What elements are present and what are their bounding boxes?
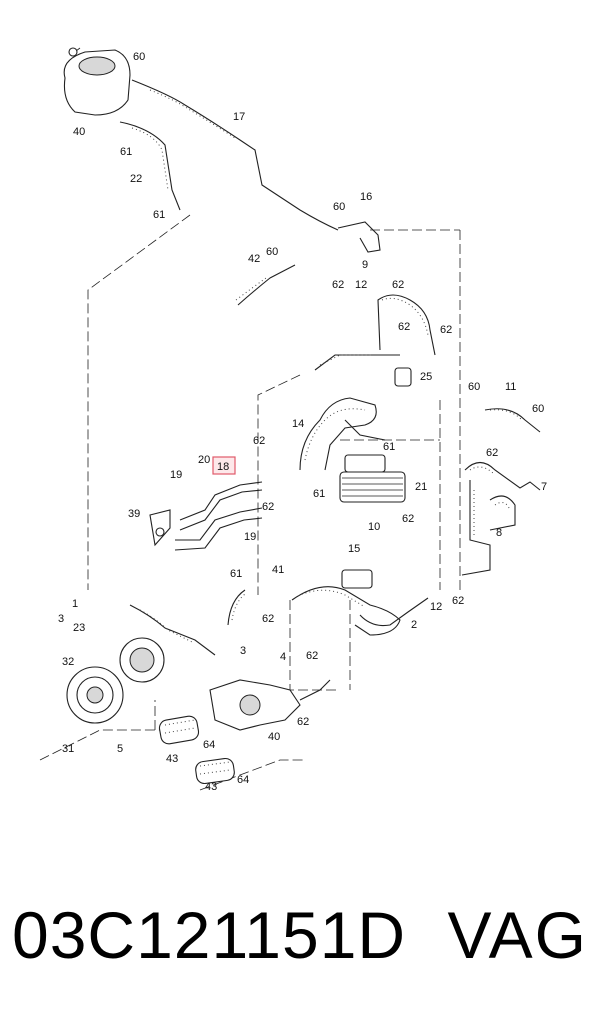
label: 8 xyxy=(496,527,502,539)
brand-label: VAG xyxy=(447,898,588,972)
label: 62 xyxy=(297,716,309,728)
label: 41 xyxy=(272,564,284,576)
label: 62 xyxy=(306,650,318,662)
label: 62 xyxy=(398,321,410,333)
label: 14 xyxy=(292,418,304,430)
label: 12 xyxy=(430,601,442,613)
label: 31 xyxy=(62,743,74,755)
hose-pieces xyxy=(158,715,235,785)
center-hoses xyxy=(299,294,436,471)
label: 62 xyxy=(486,447,498,459)
label: 43 xyxy=(166,753,178,765)
label: 62 xyxy=(392,279,404,291)
label: 15 xyxy=(348,543,360,555)
label: 64 xyxy=(203,739,215,751)
label: 17 xyxy=(233,111,245,123)
label: 64 xyxy=(237,774,249,786)
label: 61 xyxy=(383,441,395,453)
highlight-box xyxy=(212,456,236,475)
label: 10 xyxy=(368,521,380,533)
left-hose-and-pump xyxy=(66,604,216,724)
label: 62 xyxy=(332,279,344,291)
label: 60 xyxy=(266,246,278,258)
label: 12 xyxy=(355,279,367,291)
thermostat-housing xyxy=(209,679,331,731)
label: 7 xyxy=(541,481,547,493)
part-number: 03C121151D xyxy=(12,898,407,972)
upper-hoses xyxy=(119,79,381,306)
label: 42 xyxy=(248,253,260,265)
label: 20 xyxy=(198,454,210,466)
label: 19 xyxy=(170,469,182,481)
expansion-tank xyxy=(63,47,131,116)
label: 3 xyxy=(240,645,246,657)
label: 62 xyxy=(440,324,452,336)
label: 11 xyxy=(505,381,516,393)
label: 4 xyxy=(280,651,286,663)
label: 19 xyxy=(244,531,256,543)
oil-cooler xyxy=(339,454,406,503)
coolant-pipe-18 xyxy=(149,481,263,551)
label: 40 xyxy=(268,731,280,743)
label: 60 xyxy=(532,403,544,415)
lower-hoses xyxy=(227,569,429,636)
label: 60 xyxy=(468,381,480,393)
label: 40 xyxy=(73,126,85,138)
label: 61 xyxy=(230,568,242,580)
label: 60 xyxy=(333,201,345,213)
label: 32 xyxy=(62,656,74,668)
label: 60 xyxy=(133,51,145,63)
footer: 03C121151D VAG xyxy=(0,880,600,990)
label: 9 xyxy=(362,259,368,271)
label: 61 xyxy=(120,146,132,158)
label: 16 xyxy=(360,191,372,203)
label: 61 xyxy=(313,488,325,500)
label: 43 xyxy=(205,781,217,793)
label: 2 xyxy=(411,619,417,631)
label: 62 xyxy=(452,595,464,607)
label: 1 xyxy=(72,598,78,610)
right-hoses xyxy=(461,408,541,576)
label: 62 xyxy=(402,513,414,525)
highlighted-label: 18 xyxy=(217,461,229,473)
label: 62 xyxy=(262,501,274,513)
label: 23 xyxy=(73,622,85,634)
label: 22 xyxy=(130,173,142,185)
parts-diagram: 60 40 61 17 22 61 16 60 42 60 9 62 12 62… xyxy=(39,47,547,793)
label: 39 xyxy=(128,508,140,520)
label: 21 xyxy=(415,481,427,493)
label: 62 xyxy=(253,435,265,447)
label: 61 xyxy=(153,209,165,221)
assembly-frame-lines xyxy=(39,214,461,791)
label: 3 xyxy=(58,613,64,625)
callout-labels: 60 40 61 17 22 61 16 60 42 60 9 62 12 62… xyxy=(58,51,547,793)
label: 25 xyxy=(420,371,432,383)
label: 5 xyxy=(117,743,123,755)
label: 62 xyxy=(262,613,274,625)
